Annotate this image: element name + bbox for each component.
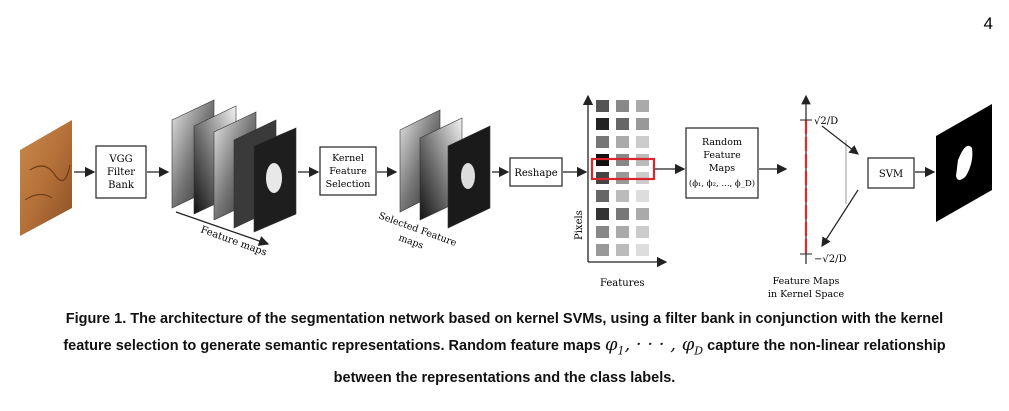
kernel-label-2: Feature [329,166,367,177]
kernel-label-1: Kernel [332,153,364,164]
pixel-feature-matrix [596,100,649,256]
rfm-label-3: Maps [709,163,735,174]
matrix-cell [616,190,629,202]
feature-maps-stack [171,99,297,233]
matrix-cell [616,226,629,238]
caption-line-3: between the representations and the clas… [333,369,676,386]
random-feature-maps-box [685,127,759,199]
input-image [20,120,72,236]
matrix-cell [616,136,629,148]
selected-feature-maps [399,109,491,229]
matrix-cell [616,208,629,220]
matrix-cell [636,136,649,148]
caption-line-1: Figure 1. The architecture of the segmen… [65,311,944,327]
segmentation-output [936,104,992,222]
rfm-label-2: Feature [703,150,741,161]
matrix-cell [636,118,649,130]
caption-line-2: feature selection to generate semantic r… [18,332,991,365]
vgg-label-3: Bank [108,180,135,191]
kernel-space-plot [800,94,859,264]
kernel-label-3: Selection [326,179,371,190]
caption-math: φ1, · · · , φD [604,334,704,358]
highlighted-row [590,157,656,181]
feature-maps-axis-arrow [175,211,270,246]
matrix-cell [636,208,649,220]
kernel-space-label-1: Feature Maps [773,276,840,287]
vgg-label-1: VGG [108,154,132,165]
matrix-cell [616,100,629,112]
top-value-label: √2/D [814,116,838,127]
svm-box [867,157,915,189]
matrix-cell [636,190,649,202]
kernel-space-label-2: in Kernel Space [768,289,845,300]
svm-label: SVM [879,169,903,180]
bottom-value-label: −√2/D [814,254,847,265]
matrix-cell [596,226,609,238]
pixels-label: Pixels [574,210,585,240]
matrix-cell [596,208,609,220]
matrix-cell [636,244,649,256]
architecture-diagram: VGG Filter Bank Feature maps Kernel Feat… [20,94,992,300]
matrix-cell [596,244,609,256]
matrix-cell [616,118,629,130]
architecture-figure: VGG Filter Bank Feature maps Kernel Feat… [20,94,992,300]
vgg-label-2: Filter [107,167,135,178]
matrix-cell [596,190,609,202]
matrix-cell [616,244,629,256]
caption-line-2-end: capture the non-linear relationship [707,338,946,354]
figure-caption: Figure 1. The architecture of the segmen… [18,306,991,391]
matrix-cell [636,100,649,112]
reshape-box [509,157,563,187]
matrix-cell [596,100,609,112]
kernel-feature-selection-box [319,146,377,196]
matrix-cell [596,136,609,148]
vgg-box [95,145,147,199]
reshape-label: Reshape [514,168,557,179]
caption-line-2-start: feature selection to generate semantic r… [63,338,601,354]
matrix-cell [636,226,649,238]
rfm-label-4: (ϕ₁, ϕ₂, ..., ϕ_D) [689,178,755,189]
rfm-label-1: Random [702,137,742,148]
matrix-cell [596,118,609,130]
page-number: 4 [983,14,993,33]
features-label: Features [600,278,645,289]
